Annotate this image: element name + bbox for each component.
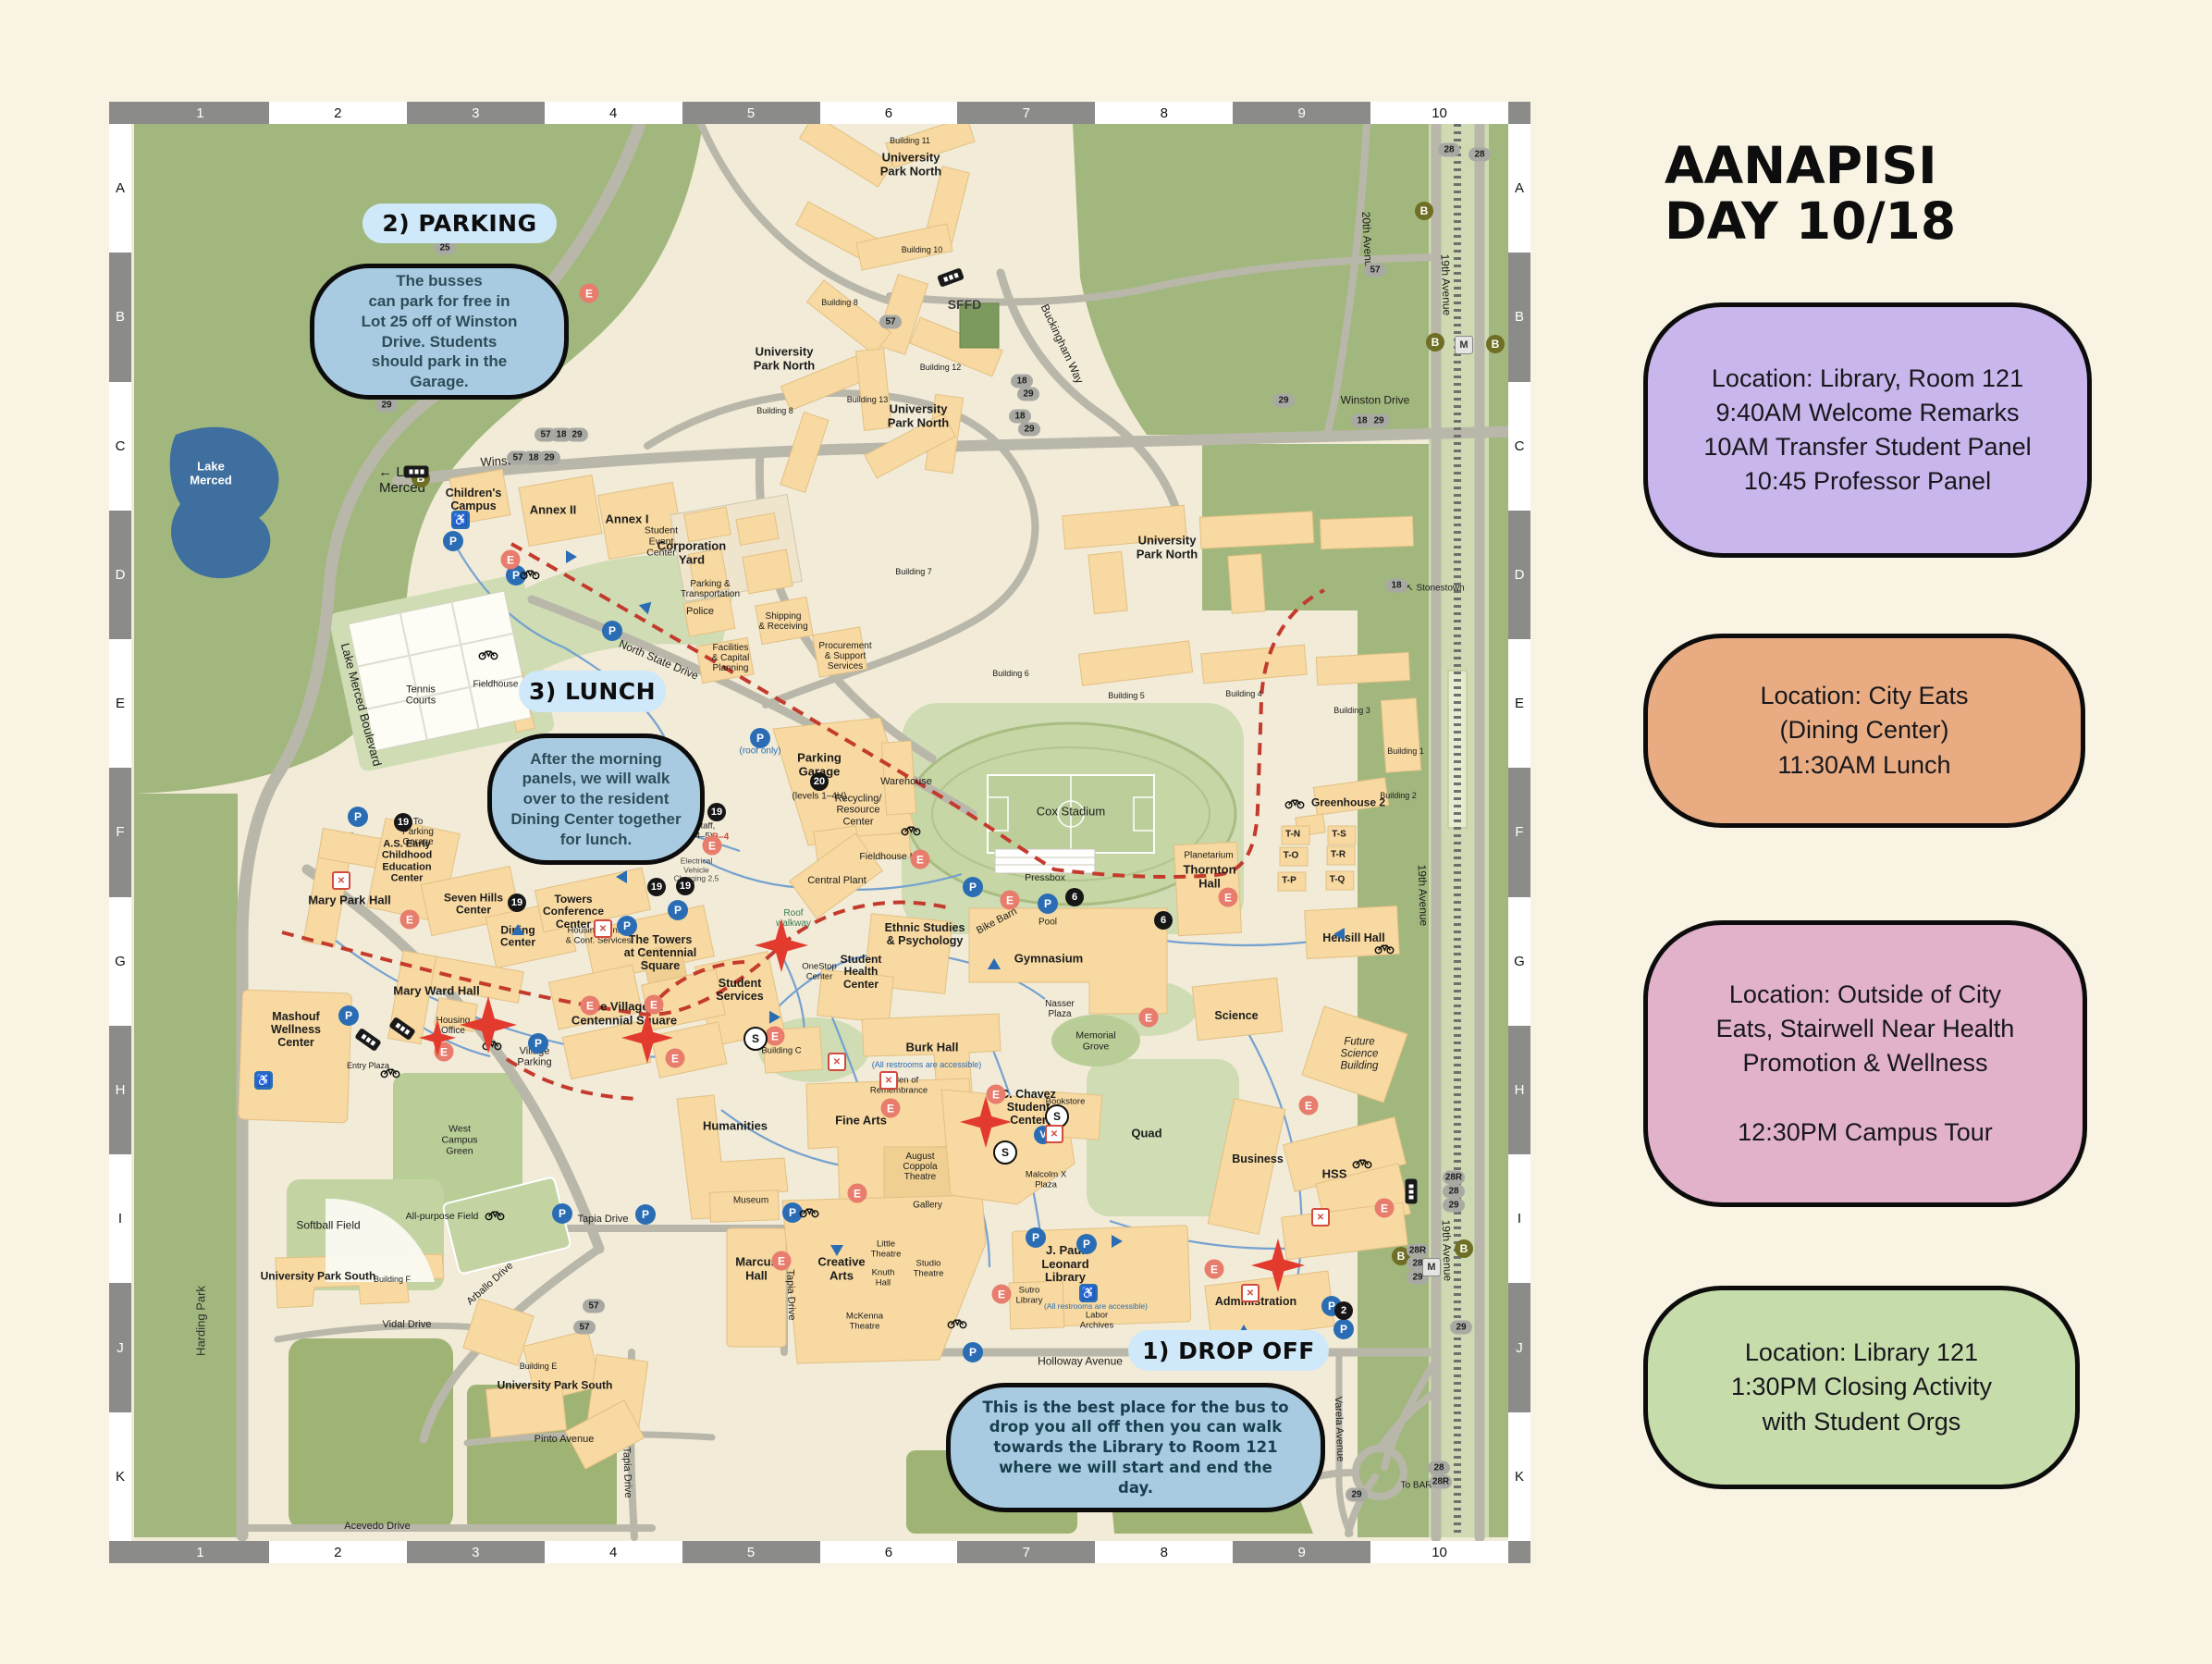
grid-column-label: 9 — [1297, 1544, 1306, 1560]
grid-row-label: A — [1508, 124, 1530, 253]
grid-column-label: 7 — [1022, 1544, 1030, 1560]
grid-column-label: 9 — [1297, 105, 1306, 121]
grid-row-label: B — [1514, 309, 1524, 326]
grid-row-label: H — [1514, 1082, 1525, 1099]
grid-column-label: 6 — [819, 102, 958, 124]
grid-row-label: E — [109, 639, 131, 769]
poster-title-line1: AANAPISI — [1665, 135, 1937, 195]
grid-row-label: F — [116, 824, 125, 841]
lunch-callout-label: 3) LUNCH — [519, 671, 666, 712]
schedule-card-lunch-text: Location: City Eats (Dining Center) 11:3… — [1760, 682, 1969, 779]
grid-row-label: I — [109, 1154, 131, 1284]
grid-row-label: C — [109, 381, 131, 511]
grid-column-label: 3 — [472, 105, 480, 121]
grid-ruler-right: A B C D E F G H I J K — [1508, 124, 1530, 1541]
grid-column-label: 4 — [544, 102, 682, 124]
schedule-card-closing-text: Location: Library 121 1:30PM Closing Act… — [1730, 1338, 1993, 1436]
schedule-card-morning-panels: Location: Library, Room 121 9:40AM Welco… — [1643, 302, 2092, 558]
grid-column-label: 1 — [196, 105, 204, 121]
grid-row-label: K — [109, 1411, 131, 1541]
grid-column-label: 2 — [268, 1541, 407, 1563]
grid-row-label: I — [1508, 1154, 1530, 1284]
schedule-card-closing: Location: Library 121 1:30PM Closing Act… — [1643, 1286, 2080, 1489]
poster-title-line2: DAY 10/18 — [1665, 191, 1957, 252]
grid-row-label: G — [1508, 896, 1530, 1026]
grid-row-label: B — [115, 309, 125, 326]
grid-column-label: 7 — [1022, 105, 1030, 121]
grid-row-label: J — [1516, 1339, 1523, 1356]
grid-column-label: 6 — [819, 1541, 958, 1563]
schedule-card-lunch: Location: City Eats (Dining Center) 11:3… — [1643, 634, 2085, 828]
grid-column-label: 5 — [746, 105, 756, 121]
grid-ruler-bottom: 1 2 3 4 5 6 7 8 9 10 — [109, 1541, 1530, 1563]
schedule-card-campus-tour-text: Location: Outside of City Eats, Stairwel… — [1715, 980, 2015, 1146]
lunch-callout-bubble: After the morning panels, we will walk o… — [487, 733, 705, 865]
grid-column-label: 3 — [472, 1544, 480, 1560]
grid-row-label: F — [1515, 824, 1524, 841]
parking-callout-bubble: The busses can park for free in Lot 25 o… — [310, 264, 569, 400]
parking-callout-label: 2) PARKING — [363, 203, 557, 243]
dropoff-callout-bubble: This is the best place for the bus to dr… — [946, 1383, 1325, 1512]
schedule-card-morning-panels-text: Location: Library, Room 121 9:40AM Welco… — [1703, 364, 2032, 496]
grid-row-label: D — [1514, 566, 1525, 583]
grid-column-label: 4 — [544, 1541, 682, 1563]
grid-row-label: K — [1508, 1411, 1530, 1541]
grid-row-label: A — [109, 124, 131, 253]
grid-column-label: 8 — [1095, 102, 1234, 124]
grid-row-label: H — [115, 1082, 126, 1099]
grid-row-label: D — [115, 566, 126, 583]
grid-column-label: 1 — [196, 1544, 204, 1560]
grid-row-label: J — [117, 1339, 124, 1356]
grid-column-label: 5 — [746, 1544, 756, 1560]
grid-row-label: G — [109, 896, 131, 1026]
grid-row-label: C — [1508, 381, 1530, 511]
campus-map-graphics — [109, 102, 1530, 1563]
grid-ruler-left: A B C D E F G H I J K — [109, 124, 131, 1541]
grid-column-label: 8 — [1095, 1541, 1234, 1563]
grid-column-label: 10 — [1370, 102, 1508, 124]
grid-column-label: 2 — [268, 102, 407, 124]
grid-ruler-top: 1 2 3 4 5 6 7 8 9 10 — [109, 102, 1530, 124]
dropoff-callout-label: 1) DROP OFF — [1128, 1330, 1329, 1371]
schedule-card-campus-tour: Location: Outside of City Eats, Stairwel… — [1643, 920, 2087, 1207]
grid-column-label: 10 — [1370, 1541, 1508, 1563]
grid-row-label: E — [1508, 639, 1530, 769]
